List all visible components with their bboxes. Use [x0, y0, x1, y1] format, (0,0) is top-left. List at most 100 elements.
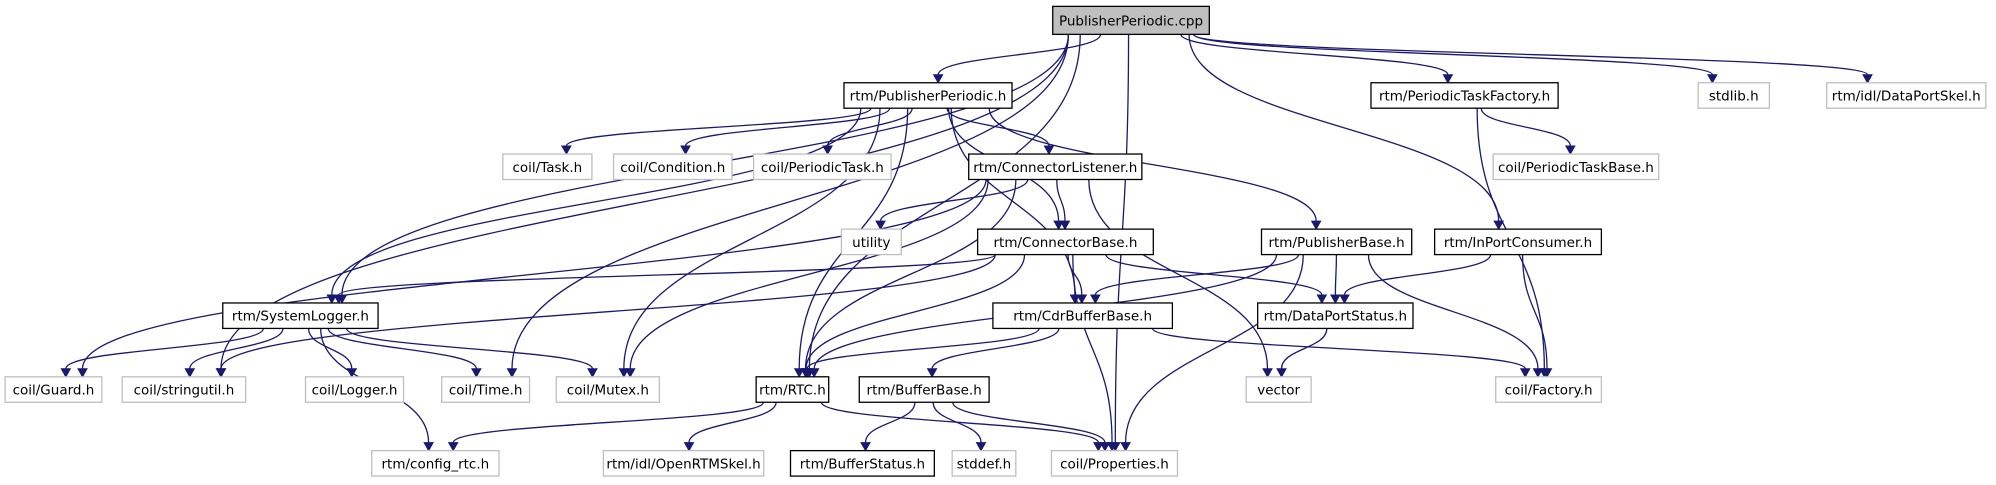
node-box: [951, 449, 1017, 477]
node-label: coil/Time.h: [449, 383, 523, 399]
node-box: [304, 376, 405, 403]
edge-syslog-to-time: [327, 328, 478, 370]
arrowhead-icon: [1442, 74, 1454, 84]
node-logger: coil/Logger.h: [304, 376, 405, 403]
edge-connlist-to-connbase: [1056, 179, 1066, 222]
node-guard: coil/Guard.h: [4, 376, 103, 403]
node-bufbase[interactable]: rtm/BufferBase.h: [858, 376, 990, 403]
node-box: [976, 228, 1154, 256]
node-box: [371, 449, 500, 477]
arrowhead-icon: [1310, 220, 1322, 231]
node-ptfact[interactable]: rtm/PeriodicTaskFactory.h: [1370, 82, 1559, 109]
node-cdrbuf[interactable]: rtm/CdrBufferBase.h: [992, 302, 1174, 330]
edge-connlist-to-utility: [879, 179, 1029, 222]
node-stddef: stddef.h: [951, 449, 1017, 477]
arrowhead-icon: [1069, 294, 1081, 304]
arrowhead-icon: [860, 442, 871, 452]
arrowhead-icon: [184, 368, 196, 378]
edge-dpstatus-to-vector: [1280, 328, 1328, 369]
node-dpstatus[interactable]: rtm/DataPortStatus.h: [1257, 302, 1414, 330]
node-label: coil/Mutex.h: [567, 383, 649, 399]
node-box: [1245, 376, 1312, 403]
arrowhead-icon: [683, 442, 695, 452]
node-syslog[interactable]: rtm/SystemLogger.h: [222, 302, 379, 330]
arrowhead-icon: [471, 368, 482, 378]
node-box: [840, 228, 902, 256]
arrowhead-icon: [808, 368, 820, 378]
node-configrtc: rtm/config_rtc.h: [371, 449, 500, 477]
edge-cdrbuf-to-bufbase: [931, 328, 1060, 370]
node-label: coil/stringutil.h: [134, 383, 235, 399]
edge-rtc-to-configrtc: [452, 401, 765, 444]
node-label: rtm/ConnectorListener.h: [973, 160, 1137, 176]
edge-bufbase-to-bufstatus: [864, 402, 916, 443]
node-label: rtm/idl/OpenRTMSkel.h: [606, 456, 760, 472]
edge-pubperh-to-cond: [684, 107, 891, 147]
arrowhead-icon: [77, 368, 88, 378]
node-box: [602, 449, 765, 477]
node-stdlib: stdlib.h: [1697, 82, 1771, 109]
node-box: [121, 376, 247, 403]
arrowhead-icon: [333, 294, 345, 304]
node-box: [755, 376, 830, 403]
edge-connlist-to-mutex: [629, 179, 989, 369]
arrowhead-icon: [561, 145, 572, 156]
node-pubperh[interactable]: rtm/PublisherPeriodic.h: [843, 82, 1013, 109]
edge-root-to-inport: [1188, 34, 1500, 222]
node-root[interactable]: PublisherPeriodic.cpp: [1052, 5, 1210, 36]
edge-root-to-time: [511, 34, 1070, 369]
node-label: coil/Task.h: [513, 160, 583, 176]
arrowhead-icon: [1532, 368, 1544, 378]
arrowhead-icon: [447, 442, 459, 452]
arrowhead-icon: [975, 442, 987, 452]
node-connlist[interactable]: rtm/ConnectorListener.h: [968, 153, 1143, 181]
edge-pubperh-to-pubbase: [988, 108, 1317, 222]
arrowhead-icon: [618, 368, 630, 378]
node-pubbase[interactable]: rtm/PublisherBase.h: [1260, 228, 1413, 256]
edge-root-to-dpskel: [1193, 33, 1869, 76]
arrowhead-icon: [1316, 294, 1328, 304]
node-label: PublisherPeriodic.cpp: [1059, 13, 1203, 29]
edge-inport-to-dpstatus: [1343, 254, 1492, 296]
node-label: coil/PeriodicTaskBase.h: [1498, 160, 1654, 176]
arrowhead-icon: [587, 368, 598, 378]
node-label: rtm/DataPortStatus.h: [1264, 309, 1407, 325]
arrowhead-icon: [1099, 442, 1111, 452]
node-box: [992, 302, 1174, 330]
edge-root-to-ptfact: [1180, 34, 1449, 76]
node-mutex: coil/Mutex.h: [555, 376, 661, 403]
node-task: coil/Task.h: [502, 153, 593, 181]
arrowhead-icon: [1541, 368, 1553, 378]
arrowhead-icon: [1493, 220, 1505, 231]
edge-pubperh-to-task: [565, 107, 872, 147]
node-label: coil/Factory.h: [1505, 383, 1593, 399]
node-box: [612, 153, 733, 181]
node-label: rtm/PublisherPeriodic.h: [850, 88, 1007, 104]
node-box: [843, 82, 1013, 109]
node-strutil: coil/stringutil.h: [121, 376, 247, 403]
edge-connbase-to-syslog: [338, 254, 996, 296]
node-label: coil/Condition.h: [620, 160, 725, 176]
arrowhead-icon: [215, 368, 227, 378]
node-box: [1697, 82, 1771, 109]
arrowhead-icon: [680, 145, 691, 156]
edge-pubbase-to-cdrbuf: [1094, 254, 1300, 296]
node-label: rtm/RTC.h: [759, 383, 826, 399]
node-ptbase: coil/PeriodicTaskBase.h: [1492, 153, 1660, 181]
node-inport[interactable]: rtm/InPortConsumer.h: [1433, 228, 1603, 256]
node-box: [1826, 82, 1987, 109]
edge-connlist-to-vector: [1088, 179, 1269, 369]
edge-rtc-to-ortmskel: [688, 402, 777, 443]
arrowhead-icon: [793, 368, 805, 378]
arrowhead-icon: [1043, 145, 1055, 156]
node-box: [968, 153, 1143, 181]
edge-cdrbuf-to-factory: [1151, 327, 1526, 370]
node-label: rtm/idl/DataPortSkel.h: [1832, 88, 1981, 104]
node-rtc[interactable]: rtm/RTC.h: [755, 376, 830, 403]
node-bufstatus[interactable]: rtm/BufferStatus.h: [789, 449, 936, 477]
node-box: [1050, 449, 1179, 477]
edge-connbase-to-dpstatus: [1105, 254, 1323, 296]
node-connbase[interactable]: rtm/ConnectorBase.h: [976, 228, 1154, 256]
node-props: coil/Properties.h: [1050, 449, 1179, 477]
